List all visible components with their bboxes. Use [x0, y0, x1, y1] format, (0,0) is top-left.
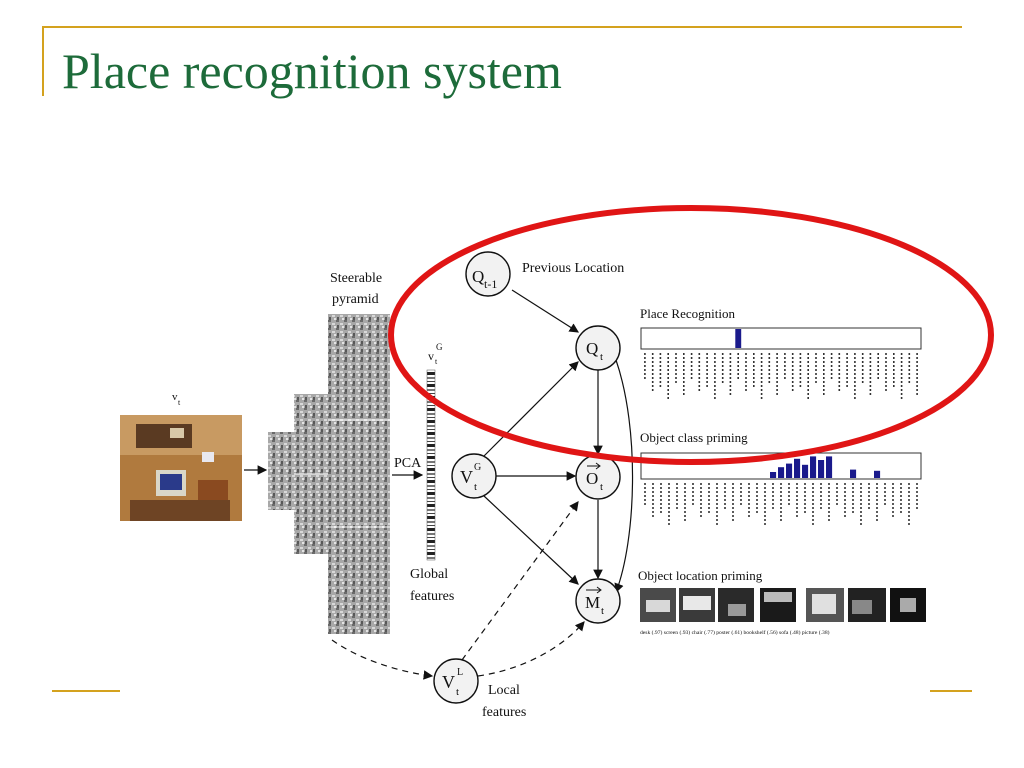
highlight-ellipse: [388, 205, 994, 465]
object-class-bars: [770, 456, 881, 478]
node-q-prev: Q t-1: [465, 251, 511, 297]
global-vector-label: v: [428, 349, 434, 363]
bar: [850, 469, 857, 478]
node-vg-letter: V: [460, 467, 473, 487]
bar: [778, 467, 785, 478]
node-m-subscript: t: [601, 605, 604, 617]
node-vl-superscript: L: [457, 667, 463, 678]
node-o-subscript: t: [600, 481, 603, 493]
node-vg-superscript: G: [474, 462, 481, 473]
edge-qprev-to-q: [511, 289, 580, 333]
bar: [826, 456, 833, 478]
global-vector-superscript: G: [436, 342, 443, 352]
node-q-prev-subscript: t-1: [484, 277, 497, 291]
bar: [802, 464, 809, 478]
bar: [786, 463, 793, 478]
object-class-category-labels: [644, 483, 918, 527]
dashed-arrow-local-to-location: [477, 621, 585, 677]
node-q-subscript: t: [600, 351, 603, 363]
node-q-prev-letter: Q: [472, 267, 484, 286]
global-feature-vector: [426, 369, 436, 561]
global-vector-subscript: t: [435, 357, 438, 366]
local-features-line1: Local: [488, 683, 520, 698]
node-vg: V t G: [451, 453, 497, 499]
edge-q-to-m: [614, 359, 634, 594]
bottom-left-rule: [52, 690, 120, 692]
slide-title: Place recognition system: [62, 43, 562, 99]
node-vl-letter: V: [442, 672, 455, 692]
previous-location-label: Previous Location: [522, 261, 624, 276]
object-location-maps: [640, 588, 926, 622]
place-recognition-bar-frame: [640, 327, 922, 350]
input-label: v: [172, 391, 178, 403]
place-recognition-bars: [735, 329, 742, 348]
edge-vg-to-m: [483, 495, 579, 585]
bar: [874, 470, 881, 478]
title-accent-rule: [42, 26, 44, 96]
node-o: O t: [575, 454, 621, 500]
pca-label: PCA: [394, 456, 422, 471]
node-vg-subscript: t: [474, 481, 477, 493]
dashed-arrow-pyramid-to-local: [331, 639, 434, 680]
node-q: Q t: [575, 325, 621, 371]
pyramid-label-line2: pyramid: [332, 292, 379, 307]
input-image: [120, 415, 242, 521]
node-o-letter: O: [586, 469, 598, 488]
bar: [810, 456, 817, 478]
object-location-captions: desk (.97) screen (.93) chair (.77) post…: [640, 629, 830, 636]
local-features-line2: features: [482, 705, 526, 720]
bottom-right-rule: [930, 690, 972, 692]
node-vl-subscript: t: [456, 686, 459, 698]
input-label-subscript: t: [178, 398, 181, 407]
edge-vg-to-q: [483, 361, 579, 457]
bar: [770, 472, 777, 478]
object-class-title: Object class priming: [640, 430, 748, 445]
bar: [735, 329, 742, 348]
node-vl: V t L: [433, 658, 479, 704]
steerable-pyramid-images: [268, 314, 390, 634]
pyramid-label-line1: Steerable: [330, 271, 382, 286]
node-m-letter: M: [585, 593, 600, 612]
bar: [794, 458, 801, 478]
top-rule: [42, 26, 962, 28]
bar: [818, 460, 825, 478]
global-features-line2: features: [410, 589, 454, 604]
place-recognition-title: Place Recognition: [640, 306, 735, 321]
node-q-letter: Q: [586, 339, 598, 358]
global-features-line1: Global: [410, 567, 448, 582]
object-location-title: Object location priming: [638, 568, 763, 583]
dashed-arrow-local-to-object: [461, 501, 579, 661]
place-recognition-category-labels: [644, 353, 918, 401]
node-m: M t: [575, 578, 621, 624]
